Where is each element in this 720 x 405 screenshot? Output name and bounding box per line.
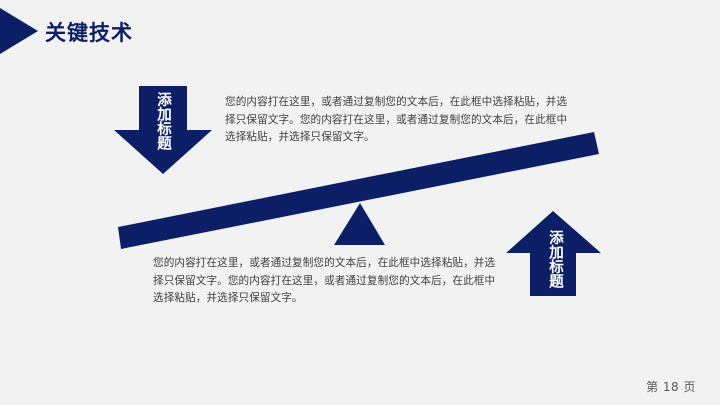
left-arrow-label: 添加标题 xyxy=(155,92,171,150)
arrow-up-icon xyxy=(506,211,601,296)
seesaw-beam-icon xyxy=(118,132,599,249)
right-arrow-label: 添加标题 xyxy=(547,230,563,288)
header-triangle-icon xyxy=(0,8,38,54)
right-item-text: 您的内容打在这里，或者通过复制您的文本后，在此框中选择粘贴，并选择只保留文字。您… xyxy=(153,257,496,304)
left-item-text: 您的内容打在这里，或者通过复制您的文本后，在此框中选择粘贴，并选择只保留文字。您… xyxy=(225,96,568,143)
page-number: 第 18 页 xyxy=(646,380,696,394)
fulcrum-triangle-icon xyxy=(334,203,385,245)
page-title: 关键技术 xyxy=(45,21,133,45)
arrow-down-icon xyxy=(114,86,212,174)
